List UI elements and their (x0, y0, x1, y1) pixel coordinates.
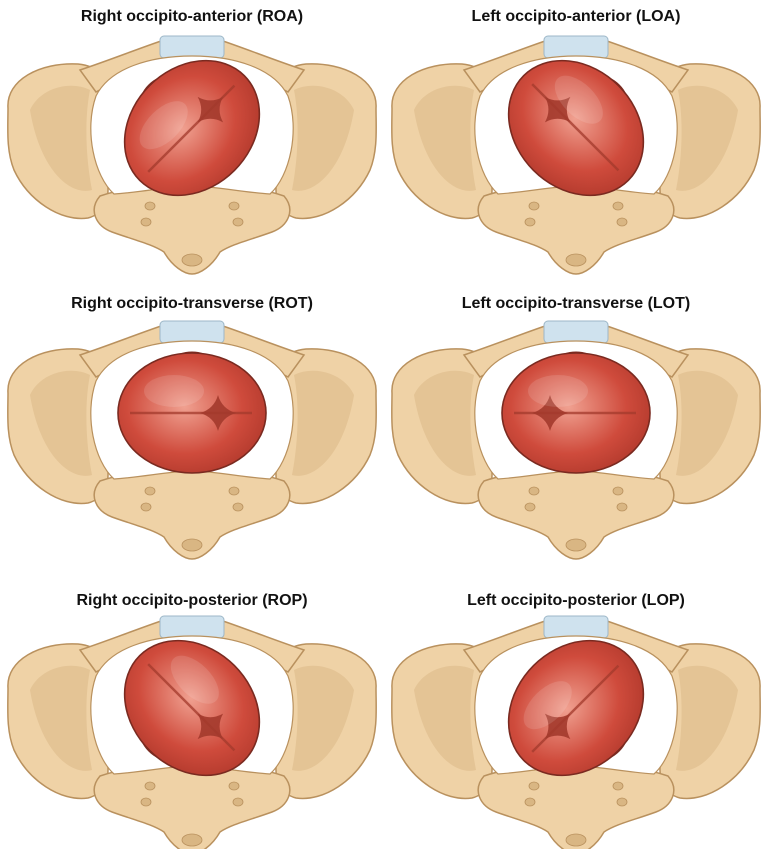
sacral-foramen (233, 218, 243, 226)
pubic-symphysis (160, 616, 224, 638)
sacral-foramen (141, 503, 151, 511)
pelvis-illustration (0, 283, 384, 566)
head-highlight (144, 375, 204, 407)
pelvis-illustration (0, 0, 384, 283)
pelvis-illustration (384, 0, 768, 283)
sacral-foramen (233, 798, 243, 806)
coccyx (566, 254, 586, 266)
sacral-foramen (529, 782, 539, 790)
panel-roa: Right occipito-anterior (ROA) (0, 0, 384, 283)
pubic-symphysis (160, 321, 224, 343)
sacral-foramen (229, 202, 239, 210)
sacral-foramen (141, 798, 151, 806)
pubic-symphysis (544, 321, 608, 343)
panel-loa: Left occipito-anterior (LOA) (384, 0, 768, 283)
pelvis-illustration (384, 283, 768, 566)
coccyx (182, 834, 202, 846)
sacral-foramen (145, 487, 155, 495)
panel-lot: Left occipito-transverse (LOT) (384, 283, 768, 566)
sacral-foramen (529, 202, 539, 210)
sacral-foramen (617, 218, 627, 226)
pelvis-group (8, 613, 376, 849)
sacral-foramen (617, 503, 627, 511)
sacral-foramen (145, 782, 155, 790)
sacral-foramen (525, 798, 535, 806)
head-highlight (528, 375, 588, 407)
panel-rot: Right occipito-transverse (ROT) (0, 283, 384, 566)
sacral-foramen (613, 487, 623, 495)
fetal-head-group (502, 352, 650, 473)
sacral-foramen (525, 218, 535, 226)
pelvis-group (392, 33, 760, 274)
coccyx (566, 539, 586, 551)
pelvis-illustration (0, 566, 384, 849)
panel-rop: Right occipito-posterior (ROP) (0, 566, 384, 849)
pelvis-group (392, 321, 760, 559)
pubic-symphysis (160, 36, 224, 58)
sacral-foramen (617, 798, 627, 806)
panel-lop: Left occipito-posterior (LOP) (384, 566, 768, 849)
sacral-foramen (229, 487, 239, 495)
sacral-foramen (529, 487, 539, 495)
pubic-symphysis (544, 616, 608, 638)
sacral-foramen (141, 218, 151, 226)
coccyx (182, 539, 202, 551)
sacral-foramen (145, 202, 155, 210)
coccyx (566, 834, 586, 846)
pubic-symphysis (544, 36, 608, 58)
pelvis-group (8, 321, 376, 559)
pelvis-illustration (384, 566, 768, 849)
sacral-foramen (233, 503, 243, 511)
sacral-foramen (525, 503, 535, 511)
pelvis-group (392, 613, 760, 849)
sacral-foramen (229, 782, 239, 790)
pelvis-group (8, 33, 376, 274)
coccyx (182, 254, 202, 266)
fetal-head-group (118, 352, 266, 473)
sacral-foramen (613, 782, 623, 790)
sacral-foramen (613, 202, 623, 210)
